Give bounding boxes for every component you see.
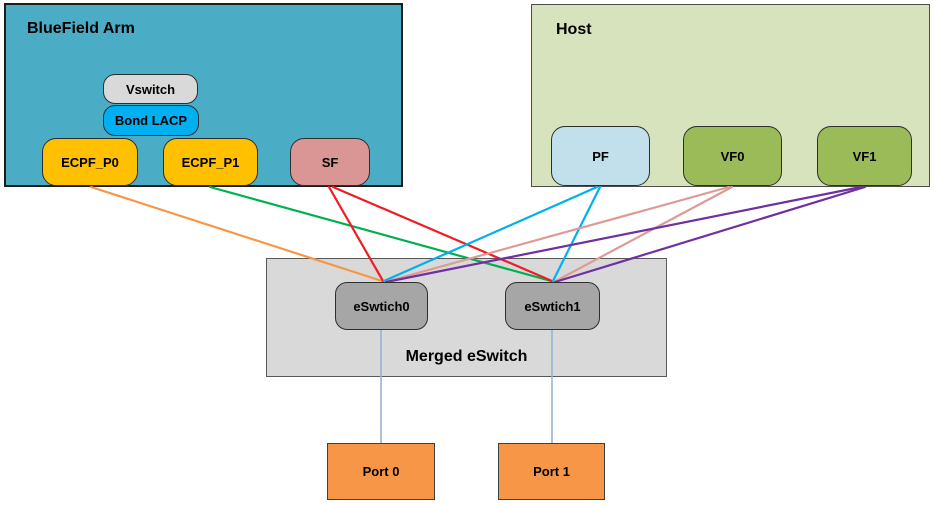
- node-vf0: VF0: [683, 126, 782, 186]
- node-port1: Port 1: [498, 443, 605, 500]
- merged-eswitch-title: Merged eSwitch: [405, 348, 528, 365]
- node-ecpf-p1: ECPF_P1: [163, 138, 258, 186]
- node-vswitch: Vswitch: [103, 74, 198, 104]
- host-title: Host: [556, 21, 592, 38]
- node-port0: Port 0: [327, 443, 435, 500]
- node-sf: SF: [290, 138, 370, 186]
- bluefield-arm-title: BlueField Arm: [27, 20, 135, 37]
- node-eswitch1: eSwtich1: [505, 282, 600, 330]
- node-pf: PF: [551, 126, 650, 186]
- node-eswitch0: eSwtich0: [335, 282, 428, 330]
- merged-eswitch-container: Merged eSwitch: [266, 258, 667, 377]
- node-ecpf-p0: ECPF_P0: [42, 138, 138, 186]
- node-bond-lacp: Bond LACP: [103, 105, 199, 136]
- node-vf1: VF1: [817, 126, 912, 186]
